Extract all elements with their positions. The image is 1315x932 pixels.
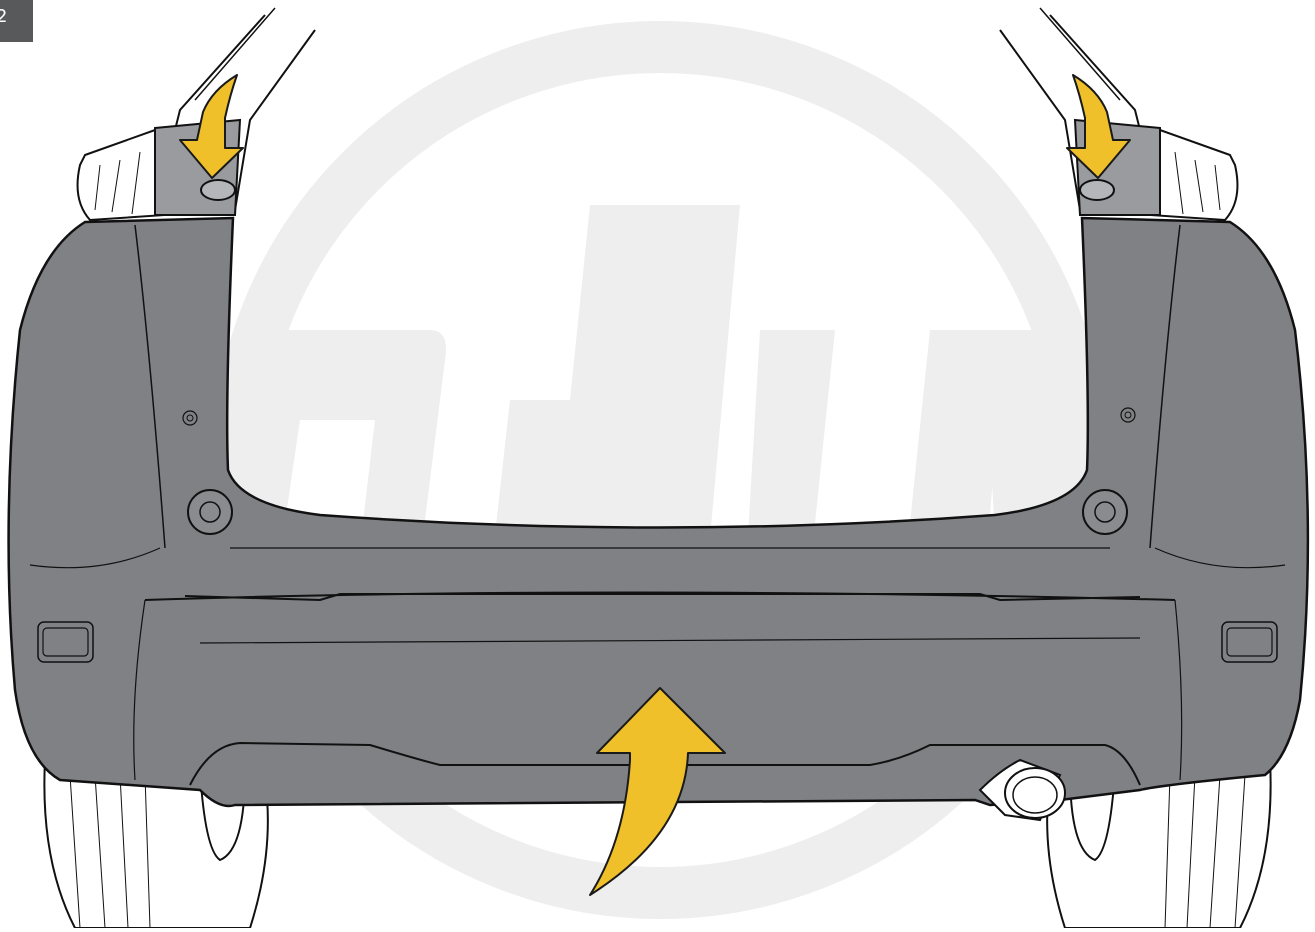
parking-sensor-icon	[1083, 490, 1127, 534]
step-number-badge: 2	[0, 0, 33, 42]
parking-sensor-icon	[188, 490, 232, 534]
right-pillar	[1000, 8, 1237, 220]
left-pillar	[78, 8, 315, 220]
